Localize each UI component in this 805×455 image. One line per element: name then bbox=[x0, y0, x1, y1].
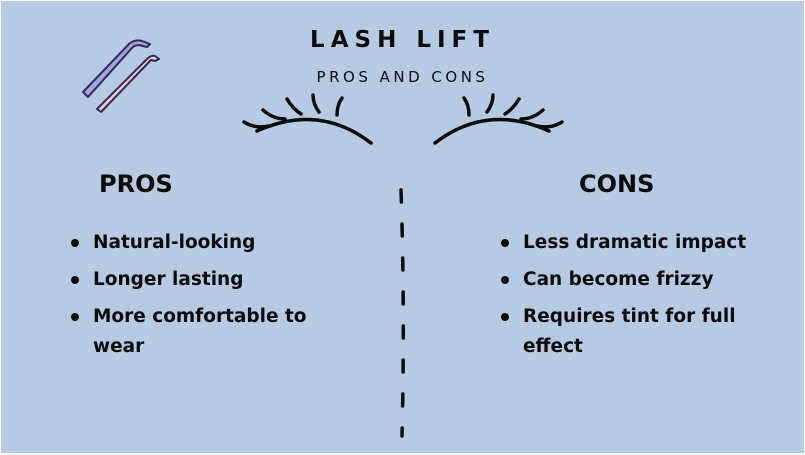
cons-heading: CONS bbox=[579, 170, 655, 198]
pros-heading: PROS bbox=[99, 170, 173, 198]
page-subtitle: PROS AND CONS bbox=[316, 68, 489, 86]
tweezers-icon bbox=[82, 39, 160, 113]
cons-item: Requires tint for full effect bbox=[501, 302, 791, 362]
eyelashes-icon bbox=[242, 93, 564, 145]
dashed-divider bbox=[399, 188, 406, 438]
page-title: LASH LIFT bbox=[310, 27, 495, 53]
cons-list: Less dramatic impact Can become frizzy R… bbox=[501, 228, 791, 369]
cons-item: Less dramatic impact bbox=[501, 228, 791, 258]
pros-item: Longer lasting bbox=[71, 265, 321, 295]
cons-item: Can become frizzy bbox=[501, 265, 791, 295]
pros-item: More comfortable to wear bbox=[71, 302, 321, 362]
pros-list: Natural-looking Longer lasting More comf… bbox=[71, 228, 321, 369]
pros-item: Natural-looking bbox=[71, 228, 321, 258]
